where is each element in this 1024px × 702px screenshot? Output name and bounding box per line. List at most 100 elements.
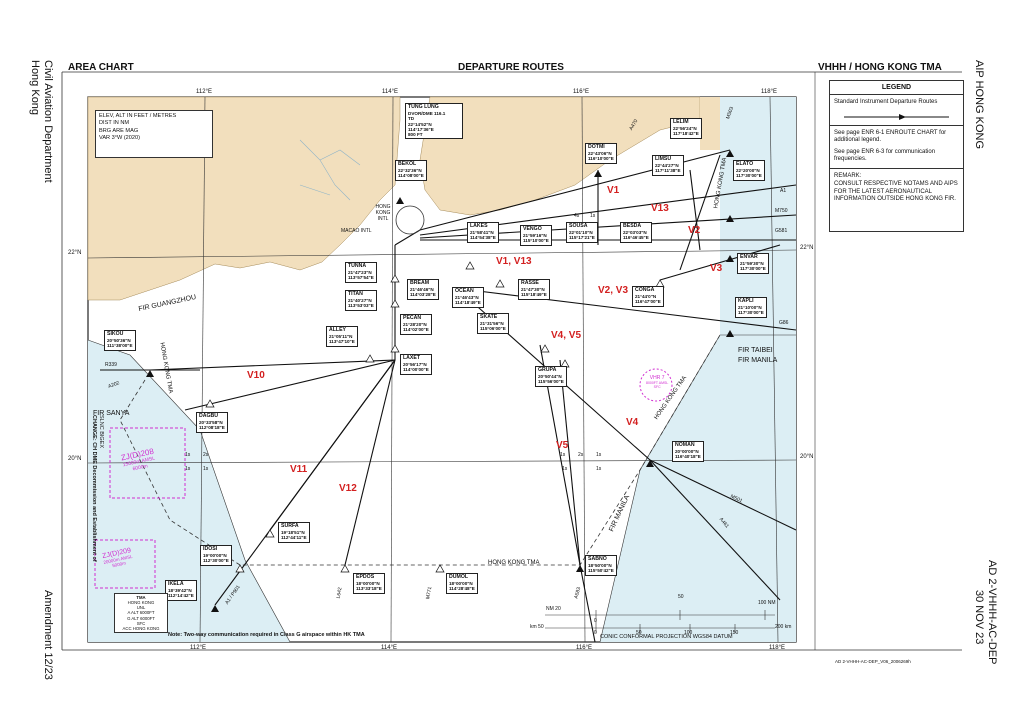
lon-116-top: 116°E [573,89,589,95]
route-v11: V11 [290,464,308,475]
scale-nm-0: 0 [594,618,597,624]
lon-118-top: 118°E [761,89,777,95]
scale-km-100: 100 [684,630,693,636]
label-fir-taibei: FIR TAIBEI [738,347,773,354]
projection-note: CONIC CONFORMAL PROJECTION WGS84 DATUM [600,634,733,640]
scale-km-label: km 50 [530,624,544,630]
airway-a1: A1 [780,188,787,194]
sector-3: 1s [185,452,191,458]
header-area-chart: AREA CHART [68,62,134,73]
sector-1: 4s [574,213,580,219]
lon-118-bottom: 118°E [769,645,785,651]
sector-8: 1s [596,452,602,458]
airway-g86: G86 [779,320,789,326]
scale-nm-label: NM 20 [546,606,561,612]
sector-9: 2s [578,452,584,458]
route-v12: V12 [339,483,357,494]
info-dist: DIST IN NM [99,120,130,127]
scale-km-0: 0 [594,630,597,636]
lat-20-left: 20°N [68,456,82,462]
legend-remark: CONSULT RESPECTIVE NOTAMS AND AIPS FOR T… [834,181,958,202]
scale-km-50: 50 [636,630,642,636]
header-title: DEPARTURE ROUTES [458,62,564,73]
lat-22-right: 22°N [800,245,814,251]
label-fir-sanya: FIR SANYA [93,410,130,417]
legend-remark-title: REMARK: [834,172,862,179]
label-hk-tma-4: HONG KONG TMA [488,560,540,566]
route-v13: V13 [651,203,669,214]
tma-info-box: TMA HONG KONG UNL A ALT 6000FT G ALT 600… [114,593,168,634]
sector-11: 1s [596,466,602,472]
route-v10: V10 [247,370,265,381]
route-v1-v13: V1, V13 [496,256,532,267]
scale-km-150: 150 [730,630,739,636]
legend-sid: Standard Instrument Departure Routes [834,99,938,105]
lon-114-top: 114°E [382,89,398,95]
label-hk-intl: HONG KONG INTL [375,204,391,222]
info-brg: BRG ARE MAG [99,127,139,134]
airway-m750: M750 [775,208,788,214]
change-note: CHANGE: CH DME Decommission and Establis… [91,415,97,562]
route-v5: V5 [556,440,569,451]
label-fir-manila: FIR MANILA [738,357,778,364]
route-v1: V1 [607,185,620,196]
legend-note2: See page ENR 6-3 for communication frequ… [834,148,936,163]
change-item: SLNC BIGEX [98,415,104,449]
legend-note1: See page ENR 6-1 ENROUTE CHART for addit… [834,129,947,144]
legend-arrow-icon [844,113,949,120]
route-v4: V4 [626,417,639,428]
airway-g581: G581 [775,228,788,234]
footer-id: AD 2-VHHH-AC-DEP_V06_2006269h [835,659,911,664]
sector-2: 1s [590,213,596,219]
lon-112-bottom: 112°E [190,645,206,651]
header-right: VHHH / HONG KONG TMA [818,62,942,73]
route-v2: V2 [688,225,701,236]
legend-panel: LEGEND Standard Instrument Departure Rou… [829,80,964,232]
lon-114-bottom: 114°E [381,645,397,651]
sector-7: 1s [560,452,566,458]
sector-4: 2s [203,452,209,458]
lon-112-top: 112°E [196,89,212,95]
scale-nm-100: 100 NM [758,600,776,606]
route-v2-v3: V2, V3 [598,285,629,296]
route-v4-v5: V4, V5 [551,330,582,341]
label-macao: MACAO INTL [341,228,372,234]
legend-title: LEGEND [830,81,963,95]
lat-22-left: 22°N [68,250,82,256]
lat-20-right: 20°N [800,454,814,460]
scale-km-200: 200 km [775,624,792,630]
route-v3: V3 [710,263,723,274]
lon-116-bottom: 116°E [576,645,592,651]
scale-nm-50: 50 [678,594,684,600]
